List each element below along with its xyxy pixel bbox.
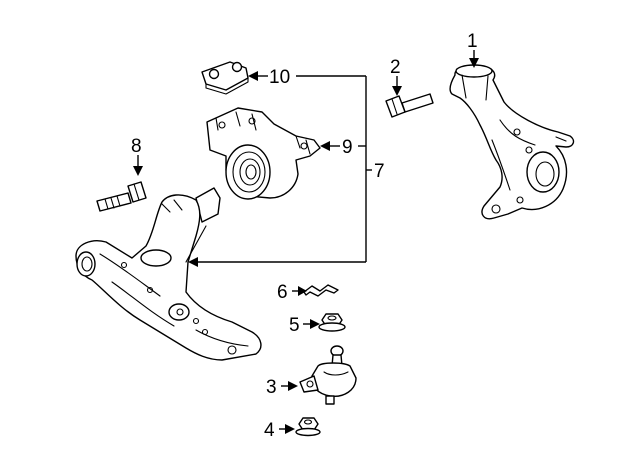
leader-lines: [133, 50, 479, 434]
bushing-bracket: [206, 107, 321, 200]
callout-4: 4: [264, 420, 275, 441]
bracket-plate: [201, 61, 249, 95]
callout-8: 8: [131, 136, 142, 157]
knuckle-bolt: [385, 93, 434, 118]
ball-joint: [299, 345, 357, 405]
arm-bolt: [96, 181, 147, 212]
callout-2: 2: [390, 57, 401, 78]
cotter-pin: [303, 284, 339, 297]
callout-10: 10: [269, 67, 290, 88]
callout-3: 3: [266, 377, 277, 398]
flange-nut-upper: [318, 313, 346, 332]
callout-7: 7: [374, 161, 385, 182]
steering-knuckle: [449, 64, 575, 220]
flange-nut-lower: [295, 417, 321, 437]
callout-1: 1: [467, 31, 478, 52]
callout-6: 6: [277, 282, 288, 303]
callout-5: 5: [289, 315, 300, 336]
lower-control-arm: [75, 187, 262, 361]
callout-9: 9: [342, 137, 353, 158]
